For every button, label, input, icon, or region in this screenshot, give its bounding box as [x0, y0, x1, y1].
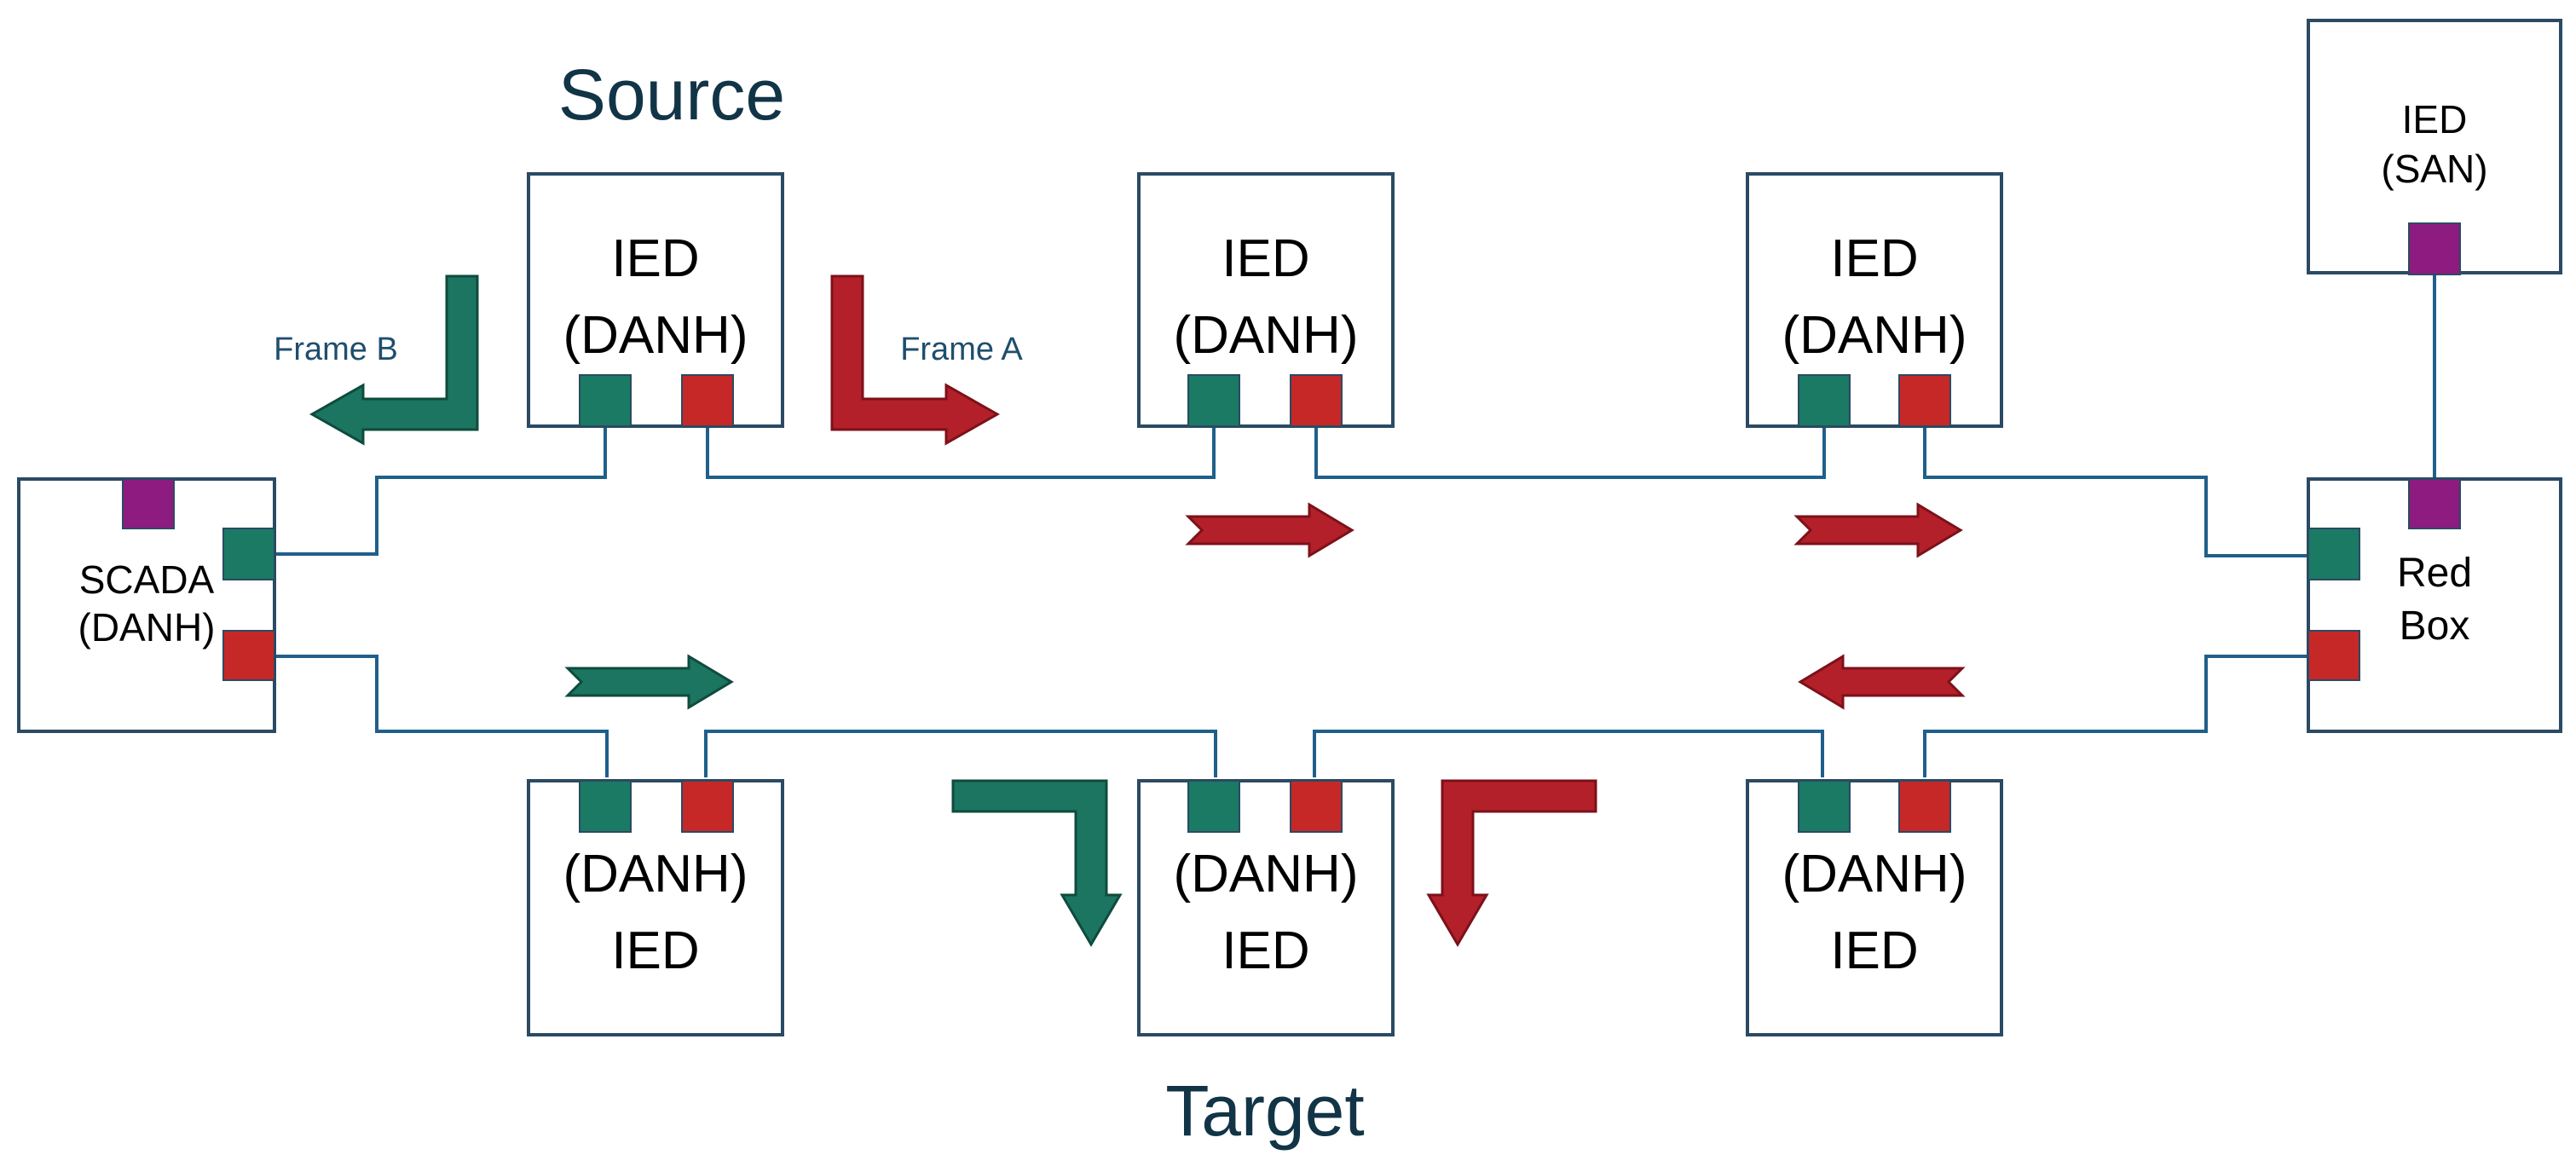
ied-top-3-port-a — [1898, 374, 1951, 427]
link-ied-top-2-to-ied-top-3 — [1314, 426, 1826, 479]
ied-bot-3-box — [1746, 779, 2003, 1036]
link-ied-top-3-to-redbox — [1923, 426, 2308, 557]
ied-top-2-port-b — [1187, 374, 1240, 427]
redbox-port-a — [2307, 630, 2360, 681]
frame-a-direction-arrow-icon — [1793, 502, 1963, 558]
scada-port-b — [222, 528, 275, 580]
ied-top-1-box — [527, 172, 784, 428]
ied-san-label-sub: (SAN) — [2381, 147, 2487, 191]
ied-top-3-box — [1746, 172, 2003, 428]
ied-bot-1-label: IED — [611, 921, 699, 980]
ied-bot-2-label: IED — [1222, 921, 1309, 980]
scada-label-sub: (DANH) — [78, 605, 216, 650]
redbox-port-san — [2408, 478, 2461, 529]
redbox-label-sub: Box — [2400, 603, 2470, 649]
ied-bot-1-port-b — [579, 780, 632, 833]
frame-a-turn-down-arrow-icon — [1426, 779, 1597, 947]
source-title: Source — [558, 55, 785, 135]
ied-bot-1-box — [527, 779, 784, 1036]
frame-b-turn-down-arrow-icon — [951, 779, 1123, 947]
ied-top-1-label: IED — [611, 229, 699, 288]
link-ied-bot-1-to-ied-bot-2 — [704, 730, 1217, 777]
redbox-port-b — [2307, 528, 2360, 580]
ied-san-port — [2408, 222, 2461, 275]
ied-top-2-label: IED — [1222, 229, 1309, 288]
scada-label: SCADA — [79, 557, 215, 602]
scada-port-san — [122, 478, 175, 529]
frame-a-direction-arrow-icon — [1185, 502, 1354, 558]
ied-bot-2-box — [1137, 779, 1395, 1036]
ied-bot-1-label-sub: (DANH) — [563, 845, 748, 904]
frame-a-turn-arrow-icon — [830, 274, 1001, 446]
frame-b-turn-arrow-icon — [309, 274, 479, 446]
ied-top-3-label: IED — [1830, 229, 1918, 288]
ied-bot-3-label: IED — [1830, 921, 1918, 980]
ied-top-3-port-b — [1798, 374, 1851, 427]
ied-top-1-port-a — [681, 374, 734, 427]
ied-top-2-label-sub: (DANH) — [1174, 306, 1359, 365]
ied-top-2-port-a — [1290, 374, 1343, 427]
link-scada-to-ied-bot-1 — [274, 655, 609, 777]
ied-bot-3-label-sub: (DANH) — [1782, 845, 1967, 904]
frame-arrows — [309, 274, 1966, 947]
redbox-label: Red — [2397, 551, 2472, 596]
frame-b-label: Frame B — [274, 332, 398, 367]
frame-b-direction-arrow-icon — [564, 654, 734, 710]
node-boxes — [17, 19, 2562, 1036]
target-title: Target — [1165, 1071, 1364, 1151]
link-ied-top-1-to-ied-top-2 — [706, 426, 1216, 479]
ied-top-1-port-b — [579, 374, 632, 427]
network-links — [274, 274, 2436, 777]
ied-bot-1-port-a — [681, 780, 734, 833]
ied-bot-2-label-sub: (DANH) — [1174, 845, 1359, 904]
ied-bot-2-port-a — [1290, 780, 1343, 833]
ied-bot-3-port-a — [1898, 780, 1951, 833]
frame-a-direction-arrow-icon — [1798, 654, 1966, 710]
frame-a-label: Frame A — [900, 332, 1023, 367]
ied-bot-3-port-b — [1798, 780, 1851, 833]
ied-top-1-label-sub: (DANH) — [563, 306, 748, 365]
link-ied-bot-3-to-redbox — [1923, 655, 2308, 777]
ied-top-2-box — [1137, 172, 1395, 428]
node-labels: SCADA (DANH) IED (SAN) Red Box IED (DANH… — [78, 97, 2488, 980]
link-scada-to-ied-top-1 — [274, 426, 607, 556]
ied-top-3-label-sub: (DANH) — [1782, 306, 1967, 365]
ied-bot-2-port-b — [1187, 780, 1240, 833]
link-ied-bot-2-to-ied-bot-3 — [1313, 730, 1824, 777]
ied-san-label: IED — [2402, 97, 2468, 141]
ports — [122, 222, 2461, 833]
scada-port-a — [222, 630, 275, 681]
